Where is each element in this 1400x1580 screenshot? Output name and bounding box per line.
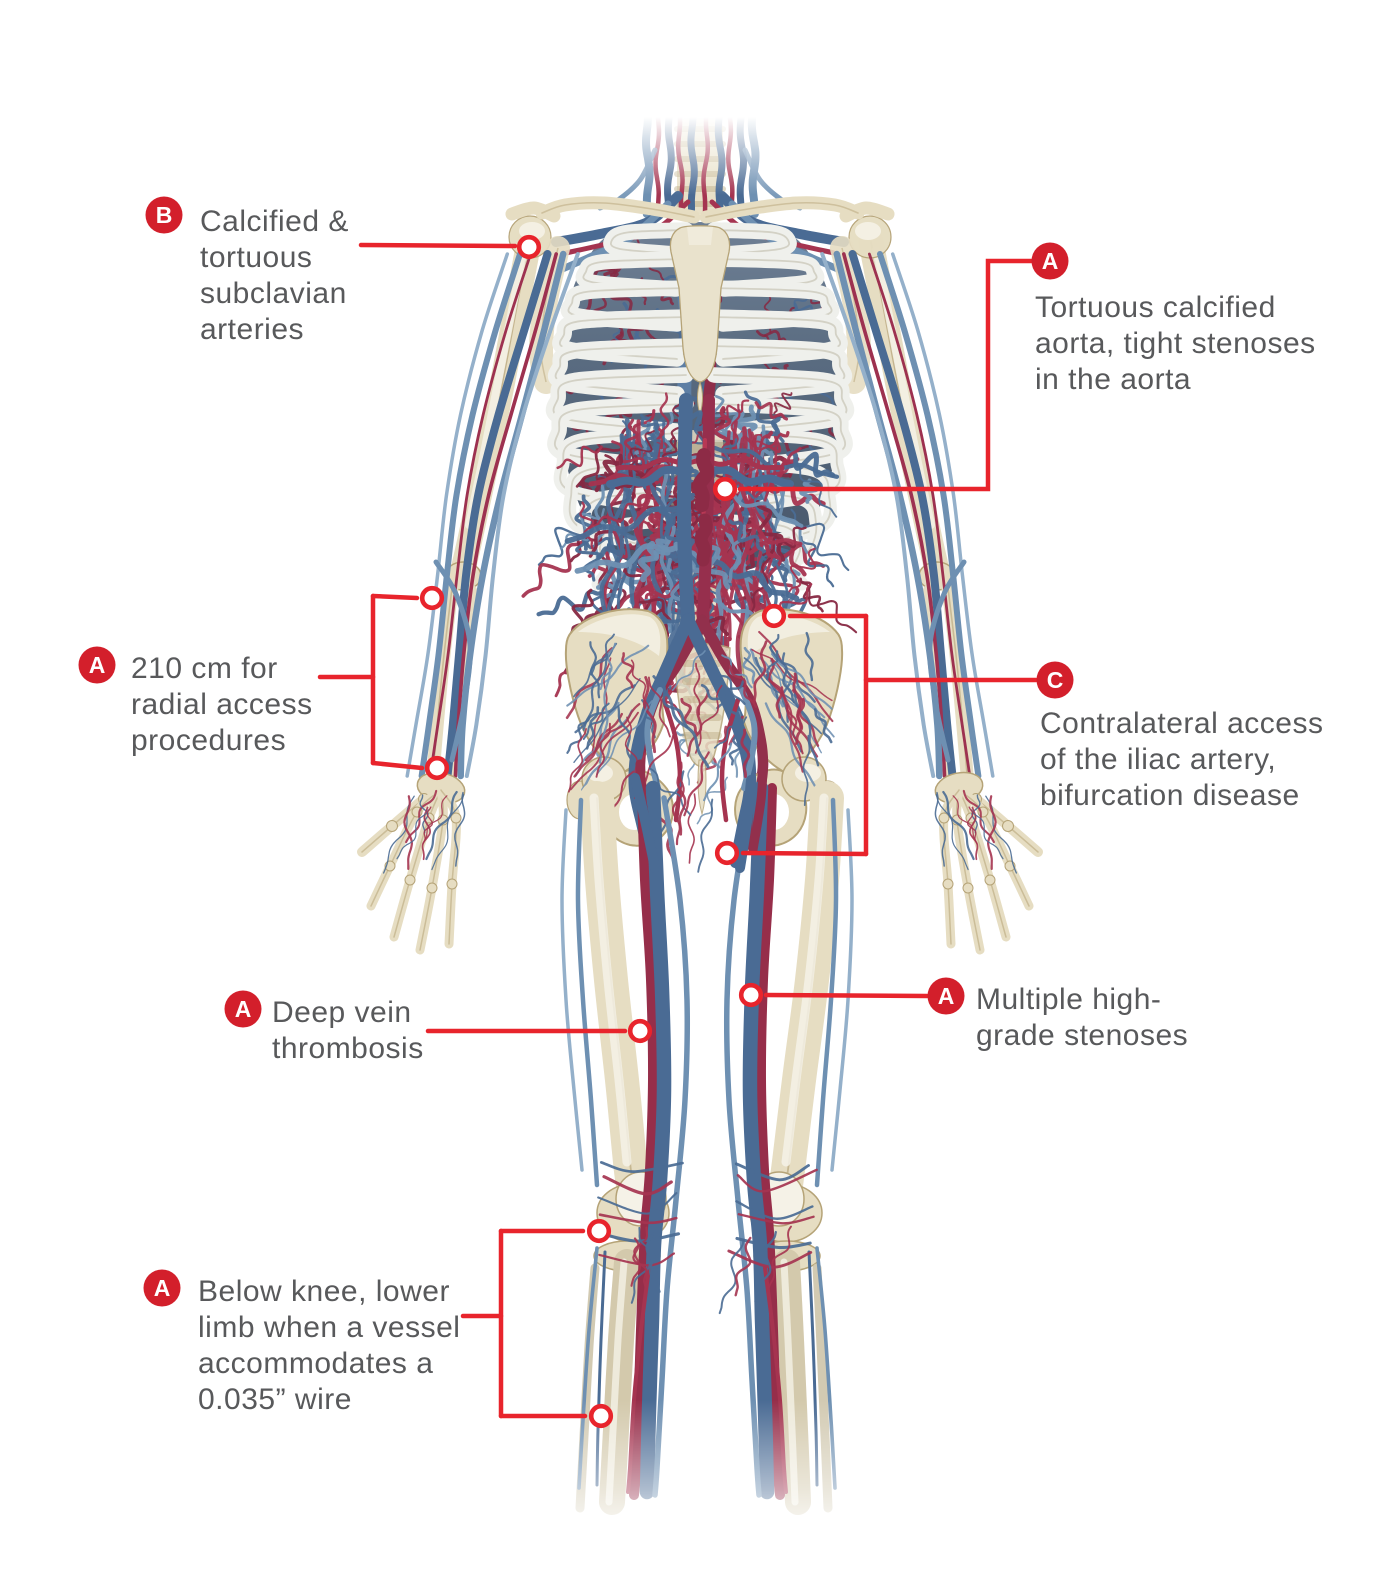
svg-text:A: A: [1042, 248, 1059, 274]
svg-text:C: C: [1047, 667, 1064, 693]
svg-text:B: B: [156, 202, 173, 228]
svg-text:A: A: [235, 996, 252, 1022]
svg-text:A: A: [154, 1275, 171, 1301]
svg-text:A: A: [938, 983, 955, 1009]
svg-text:A: A: [89, 652, 106, 678]
